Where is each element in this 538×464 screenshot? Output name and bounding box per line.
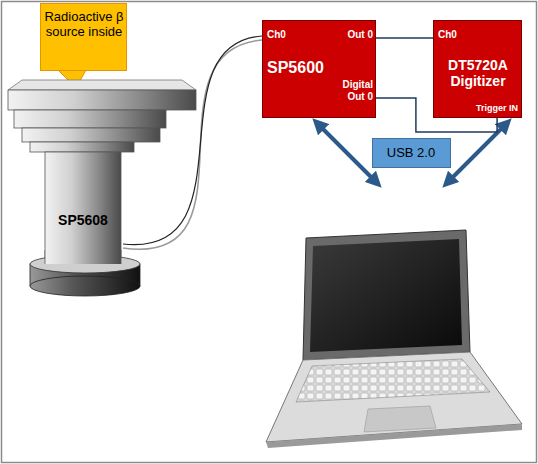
port-label: Ch0 xyxy=(438,29,478,41)
laptop xyxy=(266,230,522,448)
port-label: Digital Out 0 xyxy=(329,79,373,102)
port-label: Ch0 xyxy=(267,29,307,41)
link-label: USB 2.0 xyxy=(373,146,449,161)
wire xyxy=(123,36,262,245)
module-box: Ch0SP5600 Out 0 Digital Out 0 xyxy=(262,20,376,118)
detector-label-area: SP5608 xyxy=(45,160,123,250)
module-name: DT5720A Digitizer xyxy=(436,57,520,89)
wire xyxy=(376,37,433,39)
device-name: SP5608 xyxy=(45,212,121,228)
port-label: Out 0 xyxy=(325,29,373,41)
wire xyxy=(123,40,262,249)
callout-box: Radioactive β source inside xyxy=(40,3,127,71)
module-name: SP5600 xyxy=(267,59,337,77)
link-label-box: USB 2.0 xyxy=(372,138,451,168)
detector-housing xyxy=(8,80,196,296)
signal-cable xyxy=(376,38,433,39)
port-label: Trigger IN xyxy=(462,103,518,113)
usb-arrow xyxy=(318,124,376,182)
callout-text: Radioactive β source inside xyxy=(43,10,125,40)
module-box: Ch0DT5720A DigitizerTrigger IN xyxy=(433,20,522,118)
signal-cable xyxy=(123,36,262,249)
